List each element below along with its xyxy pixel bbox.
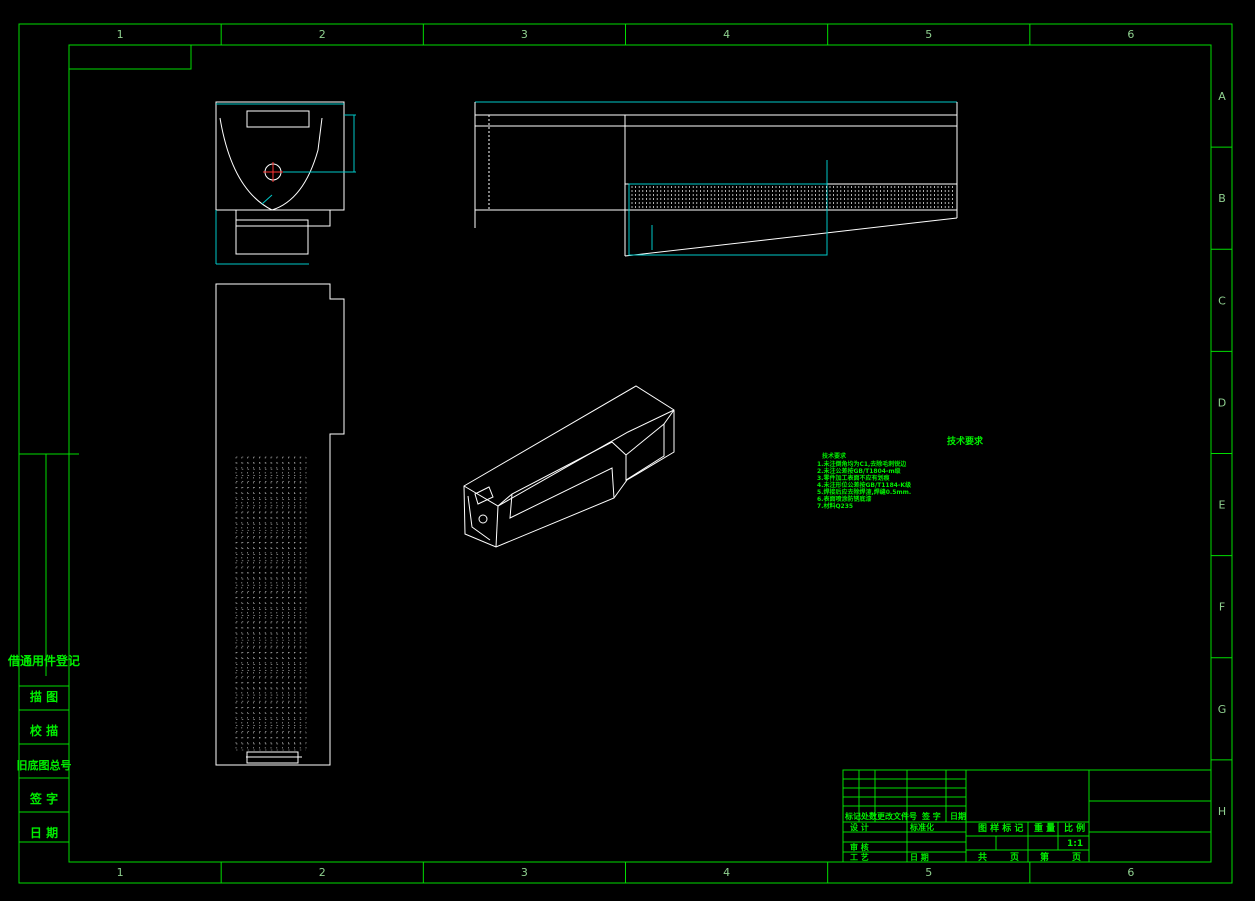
side-view (474, 101, 958, 257)
page-label: 页 (1072, 852, 1081, 863)
zone-row-label: A (1218, 90, 1226, 103)
rev-header: 处数 (860, 811, 878, 821)
zone-column-label: 3 (521, 28, 528, 41)
zone-row-label: F (1219, 601, 1225, 614)
rev-header: 标记 (844, 811, 861, 821)
zone-dividers (220, 24, 1232, 883)
standardization-label: 标准化 (909, 822, 934, 832)
stamp-row: 签 字 (29, 791, 58, 806)
zone-column-label: 3 (521, 866, 528, 879)
tech-req-item: 1.未注倒角均为C1,去除毛刺锐边 (817, 460, 907, 468)
zone-column-label: 2 (319, 28, 326, 41)
zone-row-label: E (1219, 499, 1226, 512)
zone-row-label: C (1218, 294, 1226, 307)
stamp-row: 描 图 (30, 689, 58, 704)
top-view (215, 283, 345, 766)
zone-column-label: 5 (925, 866, 932, 879)
zone-row-label: B (1218, 192, 1226, 205)
zone-column-label: 4 (723, 866, 730, 879)
perforation-grid (235, 456, 307, 751)
scale-label: 比 例 (1064, 822, 1085, 834)
tech-req-item: 6.表面喷涂防锈底漆 (817, 495, 871, 503)
zone-column-label: 1 (117, 28, 124, 41)
total-label: 共 (978, 851, 987, 863)
rev-header: 日期 (950, 811, 966, 821)
front-view (215, 101, 356, 265)
stage-mark-label: 图 样 标 记 (978, 822, 1023, 834)
tech-req-item: 4.未注形位公差按GB/T1184-K级 (817, 481, 911, 489)
zone-row-label: D (1218, 396, 1226, 409)
left-stamp: 借通用件登记 描 图 校 描 旧底图总号 签 字 日 期 (7, 453, 80, 843)
zone-column-label: 6 (1127, 866, 1134, 879)
technical-requirements: 技术要求 技术要求 1.未注倒角均为C1,去除毛刺锐边 2.未注公差按GB/T1… (817, 435, 984, 510)
sheet-label: 第 (1040, 851, 1049, 863)
corner-box (68, 44, 192, 70)
rev-header: 更改文件号 (877, 811, 917, 821)
design-label: 设 计 (850, 822, 869, 832)
rev-header: 签 字 (921, 811, 941, 821)
zone-column-label: 4 (723, 28, 730, 41)
inner-frame (68, 44, 1212, 863)
weight-label: 重 量 (1034, 822, 1055, 834)
zone-column-label: 6 (1127, 28, 1134, 41)
scale-value: 1:1 (1067, 839, 1083, 849)
page-label: 页 (1010, 852, 1019, 863)
zone-row-label: G (1218, 703, 1227, 716)
title-block (842, 769, 1212, 863)
stamp-row: 日 期 (30, 825, 58, 840)
tech-req-item: 技术要求 (822, 452, 847, 460)
tech-req-item: 2.未注公差按GB/T1804-m级 (817, 467, 901, 475)
zone-column-label: 1 (117, 866, 124, 879)
tech-req-item: 3.零件加工表面不应有划痕 (817, 474, 890, 482)
zone-row-label: H (1218, 805, 1226, 818)
zone-column-label: 2 (319, 866, 326, 879)
stamp-row: 校 描 (30, 723, 58, 738)
stamp-title: 借通用件登记 (7, 653, 80, 668)
process-label: 工 艺 (850, 852, 869, 862)
zone-column-label: 5 (925, 28, 932, 41)
stamp-row: 旧底图总号 (17, 758, 72, 772)
tech-req-item: 7.材料Q235 (817, 502, 853, 510)
date-label: 日 期 (910, 852, 929, 862)
tech-req-title: 技术要求 (947, 435, 984, 447)
review-label: 审 核 (850, 842, 869, 852)
title-block-text: 标记 处数 更改文件号 签 字 日期 设 计 标准化 审 核 工 艺 日 期 图… (844, 811, 1085, 863)
side-perforations (631, 186, 953, 208)
isometric-view (463, 385, 675, 548)
tech-req-item: 5.焊接后应去除焊渣,焊缝0.5mm. (817, 488, 911, 496)
